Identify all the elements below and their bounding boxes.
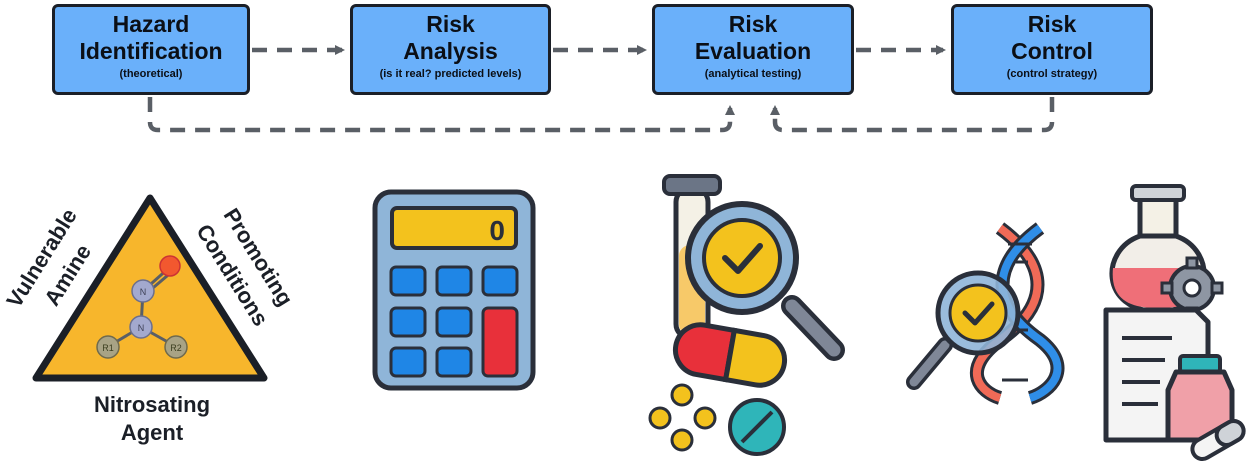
step-subtitle: (control strategy) — [1006, 68, 1098, 80]
step-title-line-2: Identification — [79, 38, 223, 64]
step-title-line-2: Evaluation — [694, 38, 812, 64]
calculator-display: 0 — [489, 215, 505, 246]
step-subtitle: (is it real? predicted levels) — [379, 68, 522, 80]
feedback-arrow-control-to-evaluation — [770, 97, 1055, 133]
warning-triangle-icon: N N R1 R2 — [32, 194, 268, 382]
triangle-label-promoting: Promoting — [219, 204, 298, 311]
triangle-label-agent: Agent — [121, 420, 184, 445]
feedback-arrow-hazard-to-evaluation — [147, 97, 735, 133]
step-title-line-1: Risk — [426, 11, 475, 37]
dna-magnifier-icon — [906, 222, 1065, 405]
step-title-line-1: Risk — [728, 11, 778, 37]
test-tube-magnifier-icon — [648, 174, 845, 456]
triangle-label-nitrosating: Nitrosating — [94, 392, 210, 417]
step-title-line-1: Risk — [1027, 11, 1077, 37]
triangle-label-amine: Amine — [39, 240, 96, 310]
calculator-icon: 0 — [372, 189, 536, 391]
step-risk-evaluation: Risk Evaluation (analytical testing) — [652, 4, 854, 95]
step-hazard-identification: Hazard Identification (theoretical) — [52, 4, 250, 95]
step-risk-analysis: Risk Analysis (is it real? predicted lev… — [350, 4, 551, 95]
step-risk-control: Risk Control (control strategy) — [951, 4, 1153, 95]
atom-label-n1: N — [140, 287, 147, 297]
flask-document-icon — [1103, 184, 1246, 462]
step-title-line-2: Control — [1011, 38, 1093, 64]
step-subtitle: (theoretical) — [119, 68, 183, 80]
step-subtitle: (analytical testing) — [704, 68, 802, 80]
atom-label-r1: R1 — [102, 343, 114, 353]
triangle-label-conditions: Conditions — [191, 220, 273, 331]
atom-label-r2: R2 — [170, 343, 182, 353]
atom-label-n2: N — [138, 323, 145, 333]
step-title-line-2: Analysis — [403, 38, 498, 64]
step-title-line-1: Hazard — [112, 11, 190, 37]
triangle-label-vulnerable: Vulnerable — [1, 204, 81, 312]
